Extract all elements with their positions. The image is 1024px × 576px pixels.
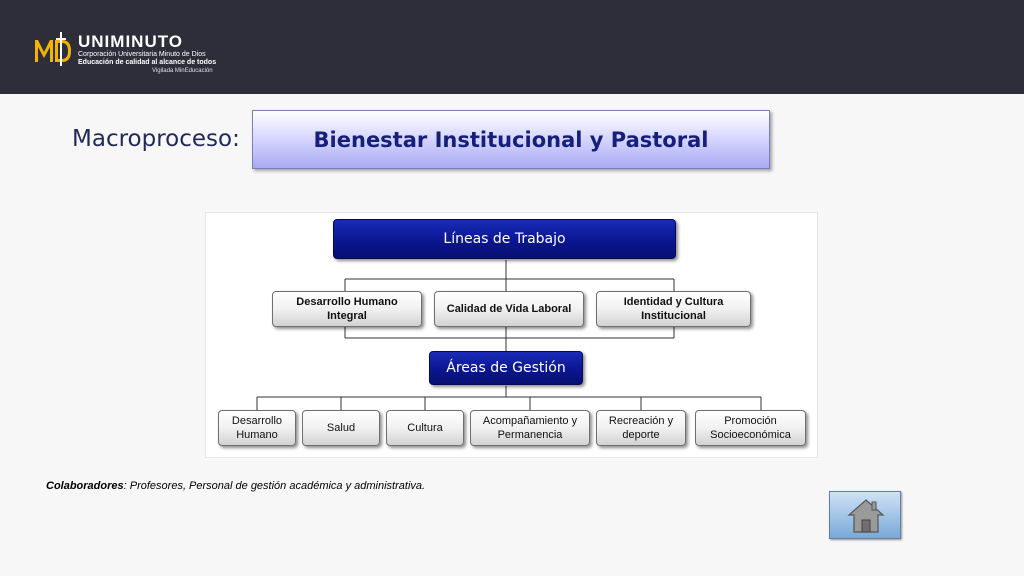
area-item-label: Cultura (407, 422, 443, 434)
logo-subtitle: Corporación Universitaria Minuto de Dios (78, 51, 206, 58)
linea-item-label: Desarrollo Humano Integral (296, 296, 398, 322)
logo-vigilada: Vigilada MinEducación (152, 68, 213, 74)
area-item: Recreación y deporte (596, 410, 686, 446)
linea-item: Calidad de Vida Laboral (434, 291, 584, 327)
area-item-label: Salud (326, 422, 356, 434)
area-item-label: Promoción Socioeconómica (710, 415, 791, 441)
header-bar: UNIMINUTO Corporación Universitaria Minu… (0, 0, 1024, 94)
area-item-label: Desarrollo Humano (231, 415, 283, 441)
macroproceso-label: Macroproceso: (72, 126, 240, 152)
lineas-de-trabajo-box: Líneas de Trabajo (333, 219, 676, 259)
org-chart-panel: Líneas de Trabajo Desarrollo Humano Inte… (205, 212, 818, 458)
lineas-de-trabajo-title: Líneas de Trabajo (443, 231, 566, 247)
area-item: Salud (302, 410, 380, 446)
logo-slogan: Educación de calidad al alcance de todos (78, 59, 217, 66)
colaboradores-label: Colaboradores (46, 480, 124, 492)
colaboradores-text: : Profesores, Personal de gestión académ… (123, 480, 426, 492)
area-item: Cultura (386, 410, 464, 446)
area-item-label: Acompañamiento y Permanencia (482, 415, 578, 441)
linea-item-label: Calidad de Vida Laboral (446, 303, 572, 315)
area-item: Desarrollo Humano (218, 410, 296, 446)
linea-item: Identidad y Cultura Institucional (596, 291, 751, 327)
home-button[interactable] (829, 491, 901, 539)
areas-de-gestion-box: Áreas de Gestión (429, 351, 583, 385)
areas-de-gestion-title: Áreas de Gestión (446, 360, 566, 376)
area-item: Promoción Socioeconómica (695, 410, 806, 446)
area-item: Acompañamiento y Permanencia (470, 410, 590, 446)
connector-lines (256, 260, 762, 410)
logo-name: UNIMINUTO (78, 32, 184, 51)
macroproceso-title: Bienestar Institucional y Pastoral (313, 127, 709, 152)
macroproceso-title-box: Bienestar Institucional y Pastoral (252, 110, 770, 169)
area-item-label: Recreación y deporte (608, 415, 674, 441)
uniminuto-logo[interactable]: UNIMINUTO Corporación Universitaria Minu… (34, 24, 254, 78)
home-icon (847, 499, 885, 533)
linea-item: Desarrollo Humano Integral (272, 291, 422, 327)
logo-mark-icon (35, 32, 71, 66)
colaboradores-note: Colaboradores: Profesores, Personal de g… (46, 480, 425, 492)
linea-item-label: Identidad y Cultura Institucional (623, 296, 724, 322)
